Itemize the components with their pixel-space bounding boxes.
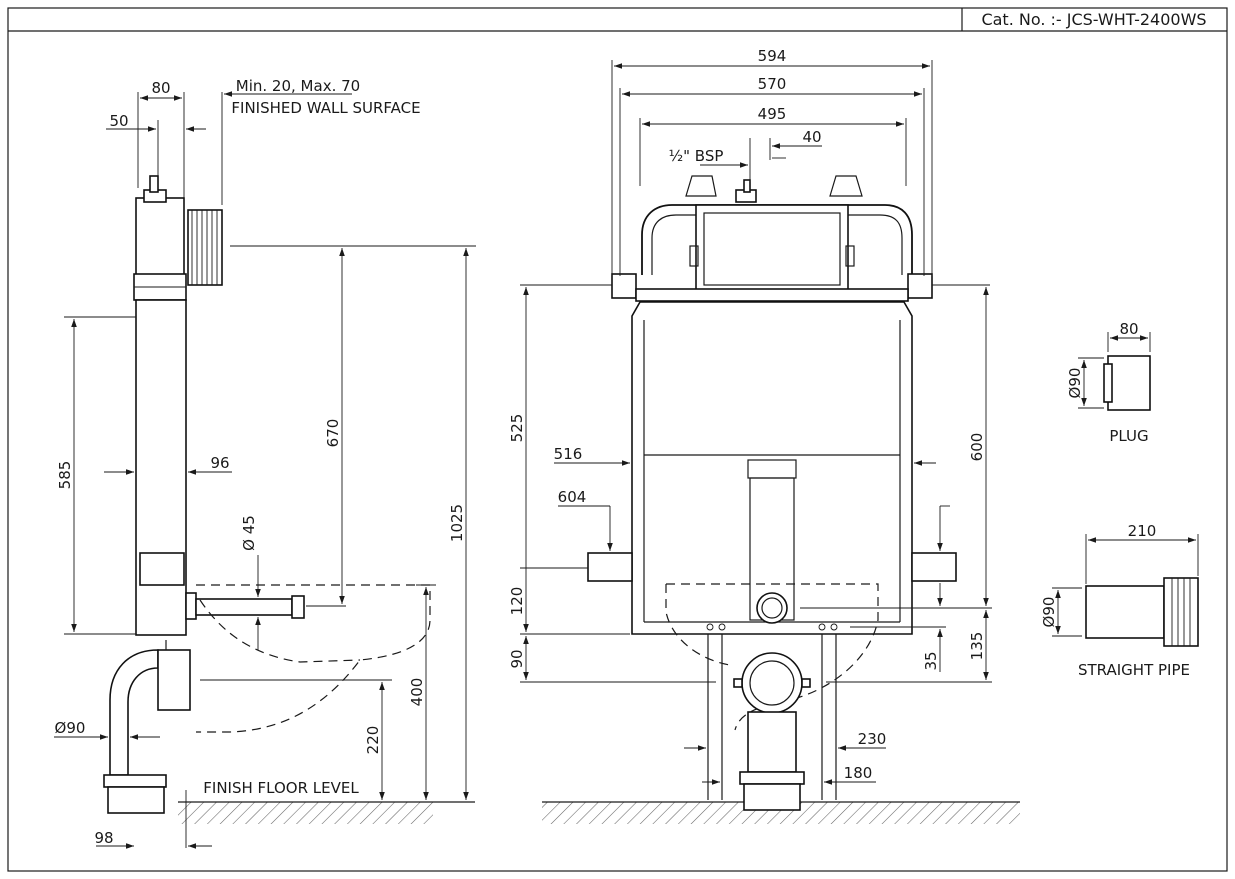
front-dim-40: 40 <box>802 128 821 146</box>
plug-detail <box>1078 332 1151 411</box>
finish-floor-level-label: FINISH FLOOR LEVEL <box>203 779 359 797</box>
side-dim-400: 400 <box>408 678 426 707</box>
finished-wall-surface-label: FINISHED WALL SURFACE <box>231 99 420 117</box>
side-view <box>103 175 475 824</box>
plug-dia-90: Ø90 <box>1066 368 1084 399</box>
bsp-label: ½" BSP <box>669 147 724 165</box>
front-dim-35: 35 <box>922 651 940 670</box>
front-dim-525: 525 <box>508 414 526 443</box>
front-dim-570: 570 <box>758 75 787 93</box>
side-dim-96: 96 <box>210 454 229 472</box>
front-dim-180: 180 <box>844 764 873 782</box>
straight-pipe-label: STRAIGHT PIPE <box>1078 661 1190 679</box>
front-dim-600: 600 <box>968 433 986 462</box>
front-floor-hatch <box>542 802 1020 824</box>
side-dim-50: 50 <box>109 112 128 130</box>
front-dim-120: 120 <box>508 587 526 616</box>
side-dim-670: 670 <box>324 419 342 448</box>
pipe-dia-90: Ø90 <box>1040 597 1058 628</box>
side-dim-585: 585 <box>56 461 74 490</box>
front-dim-90: 90 <box>508 649 526 668</box>
side-dia-90: Ø90 <box>55 719 86 737</box>
plug-dim-80: 80 <box>1119 320 1138 338</box>
straight-pipe-detail <box>1052 534 1199 647</box>
front-dim-230: 230 <box>858 730 887 748</box>
catalog-number: Cat. No. :- JCS-WHT-2400WS <box>981 10 1206 29</box>
side-dim-98: 98 <box>94 829 113 847</box>
front-dim-594: 594 <box>758 47 787 65</box>
front-dim-604: 604 <box>558 488 587 506</box>
plug-label: PLUG <box>1109 427 1148 445</box>
side-dim-220: 220 <box>364 726 382 755</box>
pipe-dim-210: 210 <box>1128 522 1157 540</box>
front-dim-516: 516 <box>554 445 583 463</box>
front-view-labels: 594 570 495 40 ½" BSP 525 516 604 600 12… <box>508 47 986 782</box>
side-dim-80: 80 <box>151 79 170 97</box>
drawing-frame <box>7 7 1228 872</box>
side-dia-45: Ø 45 <box>240 515 258 551</box>
side-floor-hatch <box>178 802 433 824</box>
wall-range-label: Min. 20, Max. 70 <box>236 77 360 95</box>
side-view-dimensions <box>54 91 476 849</box>
front-view <box>542 175 1020 824</box>
front-dim-495: 495 <box>758 105 787 123</box>
front-dim-135: 135 <box>968 632 986 661</box>
front-view-dimensions <box>520 60 992 785</box>
side-dim-1025: 1025 <box>448 504 466 542</box>
plug-labels: 80 Ø90 PLUG <box>1066 320 1149 445</box>
side-view-labels: 80 50 Min. 20, Max. 70 FINISHED WALL SUR… <box>55 77 466 847</box>
straight-pipe-labels: 210 Ø90 STRAIGHT PIPE <box>1040 522 1190 679</box>
